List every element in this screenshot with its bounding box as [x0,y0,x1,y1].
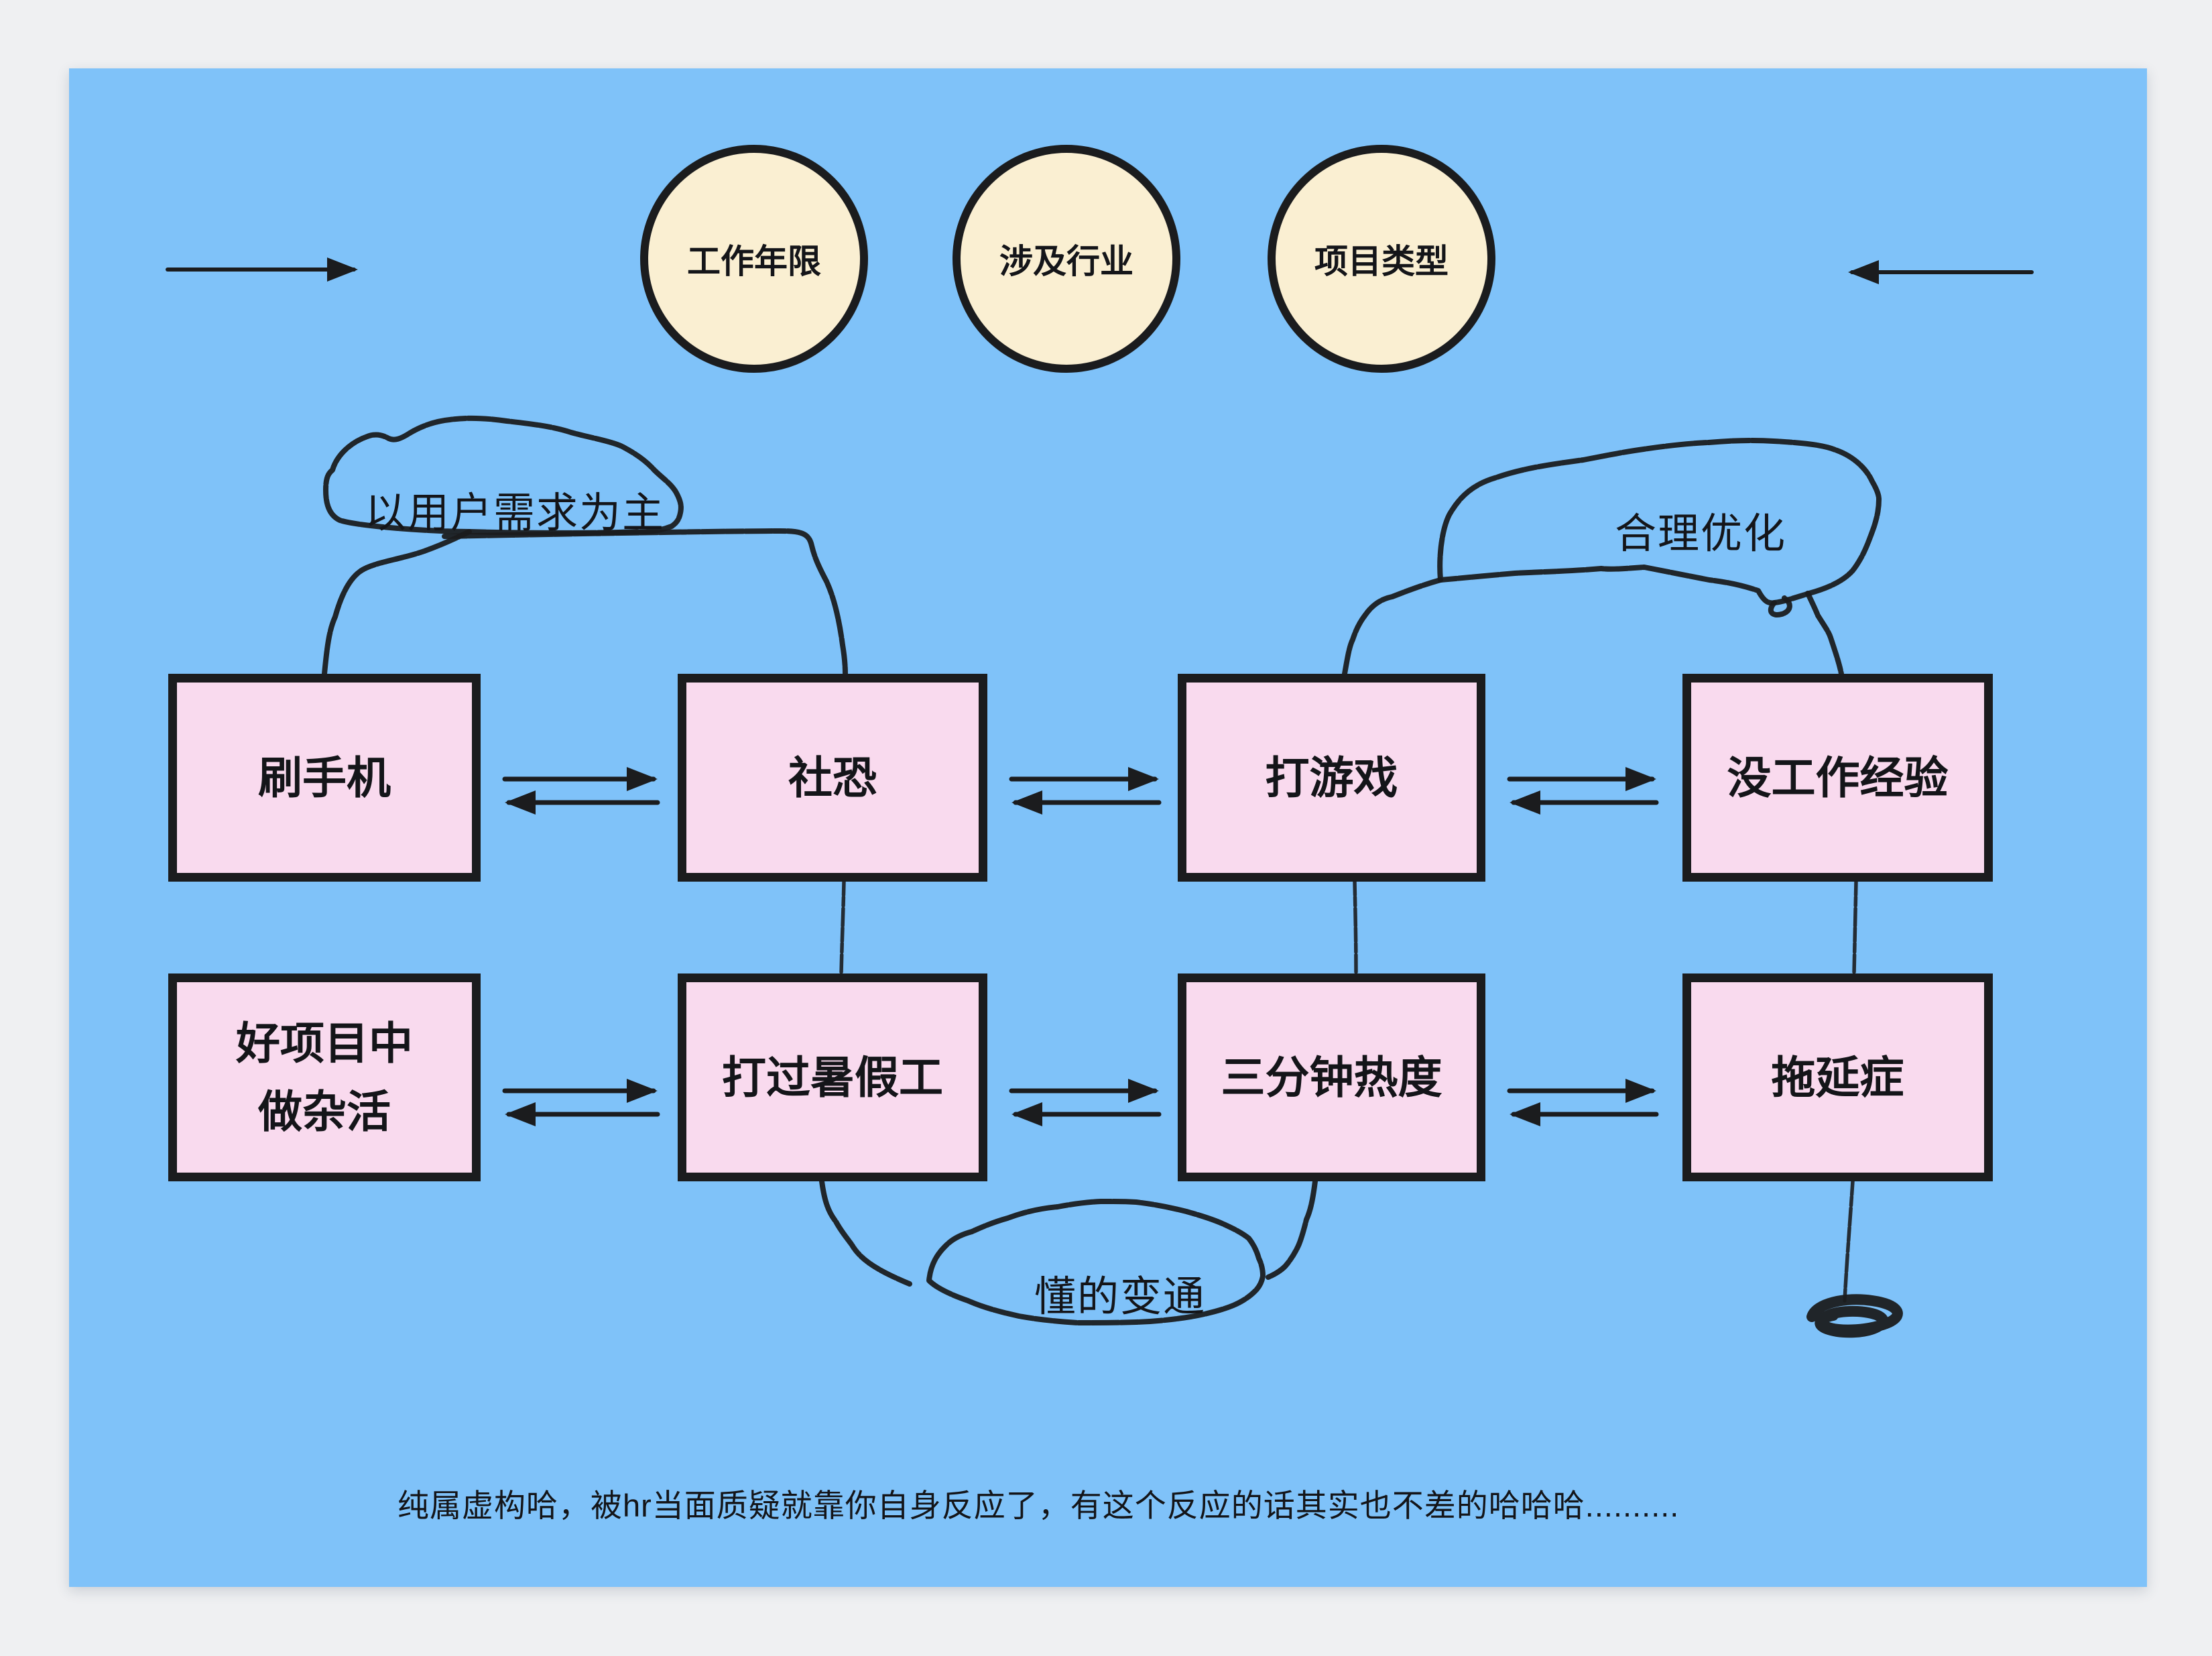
box-procrastination-label: 拖延症 [1771,1052,1904,1102]
box-gaming-label: 打游戏 [1265,752,1398,803]
connector-col4-rows [1852,880,1858,975]
whiteboard-canvas[interactable]: 工作年限 涉及行业 项目类型 以用户需求为主 合理优化 懂的变通 刷手机 社恐 … [69,68,2147,1587]
loop-user-needs-outline [323,415,684,536]
loop-optimize-tail-left [1342,577,1443,676]
box-scroll-phone-label: 刷手机 [258,752,391,803]
box-gaming[interactable]: 打游戏 [1178,674,1485,882]
circle-industries[interactable]: 涉及行业 [953,145,1180,373]
label-reasonable-optimization: 合理优化 [1614,511,1786,557]
loop-optimize-tail-right [1805,591,1844,676]
connector-col2-rows [839,880,846,975]
box-social-anxiety[interactable]: 社恐 [678,674,987,882]
loop-optimize-outline [1437,437,1882,606]
circle-project-types-label: 项目类型 [1314,243,1449,280]
box-three-minute-passion[interactable]: 三分钟热度 [1178,973,1485,1181]
bottom-caption: 纯属虚构哈，被hr当面质疑就靠你自身反应了，有这个反应的话其实也不差的哈哈哈..… [397,1488,1680,1523]
sketch-strokes-layer [166,257,2034,1338]
circle-project-types[interactable]: 项目类型 [1268,145,1495,373]
box-odd-jobs-in-good-project[interactable]: 好项目中 做杂活 [168,973,481,1181]
loop-adapt-tail-left [819,1179,912,1287]
scribble-blob [1806,1294,1903,1338]
label-user-needs-first: 以用户需求为主 [364,490,665,536]
box-summer-job[interactable]: 打过暑假工 [678,973,987,1181]
box-social-anxiety-label: 社恐 [788,752,877,803]
circle-industries-label: 涉及行业 [999,243,1133,280]
loop-adapt-tail-right [1266,1179,1318,1280]
box-procrastination[interactable]: 拖延症 [1682,973,1993,1181]
connector-col3-rows [1353,880,1358,975]
box-odd-jobs-in-good-project-label: 好项目中 做杂活 [236,1018,413,1136]
box-no-work-experience[interactable]: 没工作经验 [1682,674,1993,882]
loop-adapt-outline [926,1199,1266,1325]
box-no-work-experience-label: 没工作经验 [1727,752,1949,803]
loop-user-needs-line-right [442,528,848,676]
circle-work-years-label: 工作年限 [687,243,821,280]
connector-procrastination-drop [1843,1179,1855,1303]
box-scroll-phone[interactable]: 刷手机 [168,674,481,882]
loop-optimize-curl [1768,595,1792,617]
circle-work-years[interactable]: 工作年限 [640,145,868,373]
box-summer-job-label: 打过暑假工 [722,1052,943,1102]
label-adaptability: 懂的变通 [1034,1274,1206,1320]
loop-user-needs-tail-left [322,529,472,676]
box-three-minute-passion-label: 三分钟热度 [1221,1052,1442,1102]
